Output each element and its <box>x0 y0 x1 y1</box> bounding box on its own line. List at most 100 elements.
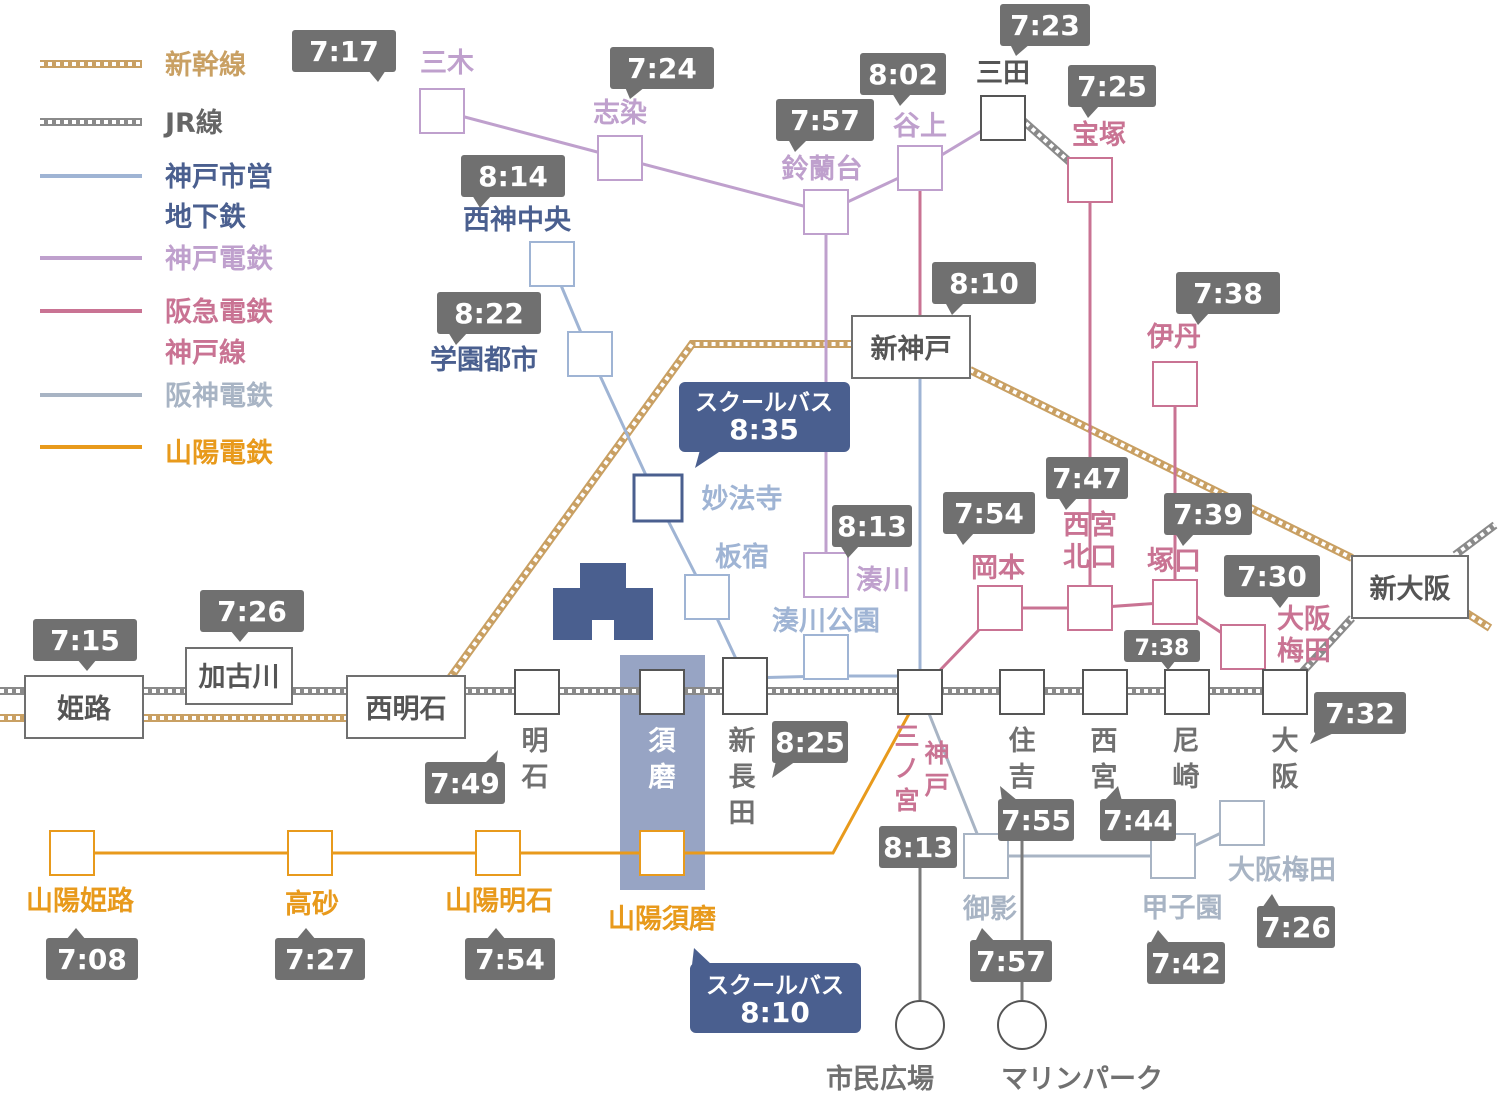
station-box-sannomiya[interactable] <box>897 669 943 715</box>
station-box-seishin-chuo[interactable] <box>529 241 575 287</box>
time-itami: 7:38 <box>1193 277 1263 310</box>
station-label-nishinomiya-kitaguchi-2: 北口 <box>1063 542 1117 573</box>
station-label-suma-2: 磨 <box>649 762 676 793</box>
station-label-sumiyoshi: 住 吉 <box>1009 725 1036 793</box>
time-suzurandai: 7:57 <box>790 104 860 137</box>
station-box-osaka[interactable] <box>1262 669 1308 715</box>
station-box-suzurandai[interactable] <box>803 189 849 235</box>
station-label-mikage: 御影 <box>962 894 1017 925</box>
station-box-gakuen-toshi[interactable] <box>567 331 613 377</box>
station-box-sanda[interactable] <box>980 95 1026 141</box>
time-mikage: 7:57 <box>976 945 1046 978</box>
legend-kobe-subway-label-1: 神戸市営 <box>165 161 273 193</box>
station-box-koshien[interactable] <box>1150 833 1196 879</box>
school-bus-label-myohoji: スクールバス <box>695 390 833 416</box>
station-label-shin-nagata-1: 新 <box>729 725 756 757</box>
station-box-suma[interactable] <box>639 669 685 715</box>
time-minatogawa: 8:13 <box>837 510 907 543</box>
station-label-shin-nagata-2: 長 <box>729 762 757 793</box>
time-callout-sanda: 7:23 <box>1000 4 1090 56</box>
station-box-myohoji[interactable] <box>632 473 684 523</box>
time-sumiyoshi: 7:55 <box>1001 804 1071 837</box>
station-label-minatogawa: 湊川 <box>856 565 910 596</box>
station-box-shin-kobe[interactable] <box>851 315 971 379</box>
time-takasago: 7:27 <box>285 943 355 976</box>
station-circle-shimin-hiroba[interactable] <box>895 1000 945 1050</box>
station-box-nishi-akashi[interactable] <box>346 675 466 739</box>
station-box-nishinomiya-kitaguchi[interactable] <box>1067 585 1113 631</box>
station-circle-marine-park[interactable] <box>997 1000 1047 1050</box>
station-box-takarazuka[interactable] <box>1067 157 1113 203</box>
station-label-sannomiya-2: ノ <box>894 754 919 783</box>
station-box-minatogawa-koen[interactable] <box>803 634 849 680</box>
station-box-shiso[interactable] <box>597 135 643 181</box>
station-box-sumiyoshi[interactable] <box>999 669 1045 715</box>
station-box-kakogawa[interactable] <box>185 647 293 705</box>
station-label-shin-nagata-3: 田 <box>729 798 756 829</box>
time-tanigami: 8:02 <box>868 58 938 91</box>
station-box-nishinomiya[interactable] <box>1082 669 1128 715</box>
station-box-itayado[interactable] <box>684 574 730 620</box>
station-box-osaka-umeda-hanshin[interactable] <box>1219 800 1265 846</box>
station-box-sanyo-himeji[interactable] <box>49 830 95 876</box>
station-label-akashi-1: 明 <box>522 726 549 757</box>
school-bus-time-myohoji: 8:35 <box>729 413 799 446</box>
station-box-sanyo-suma[interactable] <box>639 830 685 876</box>
school-bus-time-suma: 8:10 <box>740 996 810 1029</box>
time-osaka: 7:32 <box>1325 697 1395 730</box>
time-callouts: 7:17 7:24 8:02 7:23 7:57 <box>33 4 1406 984</box>
station-label-amagasaki-1: 尼 <box>1173 726 1200 757</box>
time-callout-osaka-umeda-hanshin: 7:26 <box>1257 894 1335 948</box>
station-label-suzurandai: 鈴蘭台 <box>782 153 863 185</box>
station-label-okamoto: 岡本 <box>971 553 1025 584</box>
station-box-osaka-umeda-hankyu[interactable] <box>1220 624 1266 670</box>
station-box-mikage[interactable] <box>963 833 1009 879</box>
station-box-akashi[interactable] <box>514 669 560 715</box>
station-box-takasago[interactable] <box>287 830 333 876</box>
time-callout-osaka: 7:32 <box>1310 692 1406 744</box>
station-box-itami[interactable] <box>1152 361 1198 407</box>
station-box-tsukaguchi[interactable] <box>1152 579 1198 625</box>
station-label-suma: 須 磨 <box>649 726 677 793</box>
station-box-minatogawa[interactable] <box>803 552 849 598</box>
station-label-shiso: 志染 <box>593 98 647 129</box>
station-box-okamoto[interactable] <box>977 585 1023 631</box>
time-nishinomiya: 7:44 <box>1103 804 1173 837</box>
station-label-osaka: 大 阪 <box>1272 726 1299 793</box>
station-box-tanigami[interactable] <box>897 145 943 191</box>
time-callout-osaka-umeda-hankyu: 7:30 <box>1224 555 1320 608</box>
station-box-shin-osaka[interactable] <box>1351 555 1469 619</box>
station-box-miki[interactable] <box>419 88 465 134</box>
time-nishinomiya-kitaguchi: 7:47 <box>1052 462 1122 495</box>
legend-jr-label: JR線 <box>163 107 223 139</box>
time-callout-sanyo-himeji: 7:08 <box>46 928 138 980</box>
time-kakogawa: 7:26 <box>217 595 287 628</box>
time-callout-koshien: 7:42 <box>1147 930 1225 984</box>
legend-hanshin-label: 阪神電鉄 <box>165 380 273 412</box>
station-box-shin-nagata[interactable] <box>722 657 768 715</box>
station-box-himeji[interactable] <box>24 675 144 739</box>
station-label-gakuen-toshi: 学園都市 <box>430 344 538 376</box>
station-label-osaka-1: 大 <box>1272 726 1299 757</box>
station-label-itami: 伊丹 <box>1146 322 1201 353</box>
legend-hankyu-label-1: 阪急電鉄 <box>165 296 273 328</box>
time-callout-takasago: 7:27 <box>275 928 365 980</box>
time-shiso: 7:24 <box>627 52 697 85</box>
station-box-sanyo-akashi[interactable] <box>475 830 521 876</box>
station-label-shimin-hiroba: 市民広場 <box>826 1063 934 1095</box>
station-label-amagasaki-2: 崎 <box>1173 762 1200 793</box>
school-bus-callout-suma: スクールバス 8:10 <box>690 948 861 1033</box>
time-callout-shiso: 7:24 <box>610 47 714 99</box>
station-box-amagasaki[interactable] <box>1164 669 1210 715</box>
station-label-nishinomiya: 西 宮 <box>1091 726 1118 793</box>
time-callout-suzurandai: 7:57 <box>776 99 874 152</box>
school-bus-label-suma: スクールバス <box>706 973 844 999</box>
station-label-takasago: 高砂 <box>285 888 339 920</box>
time-sanyo-himeji: 7:08 <box>57 943 127 976</box>
school-bus-callout-myohoji: スクールバス 8:35 <box>679 382 850 468</box>
time-callout-sumiyoshi: 7:55 <box>998 786 1074 841</box>
time-okamoto: 7:54 <box>954 497 1024 530</box>
station-label-osaka-2: 阪 <box>1272 762 1299 793</box>
time-callout-seishin-chuo: 8:14 <box>461 155 565 208</box>
